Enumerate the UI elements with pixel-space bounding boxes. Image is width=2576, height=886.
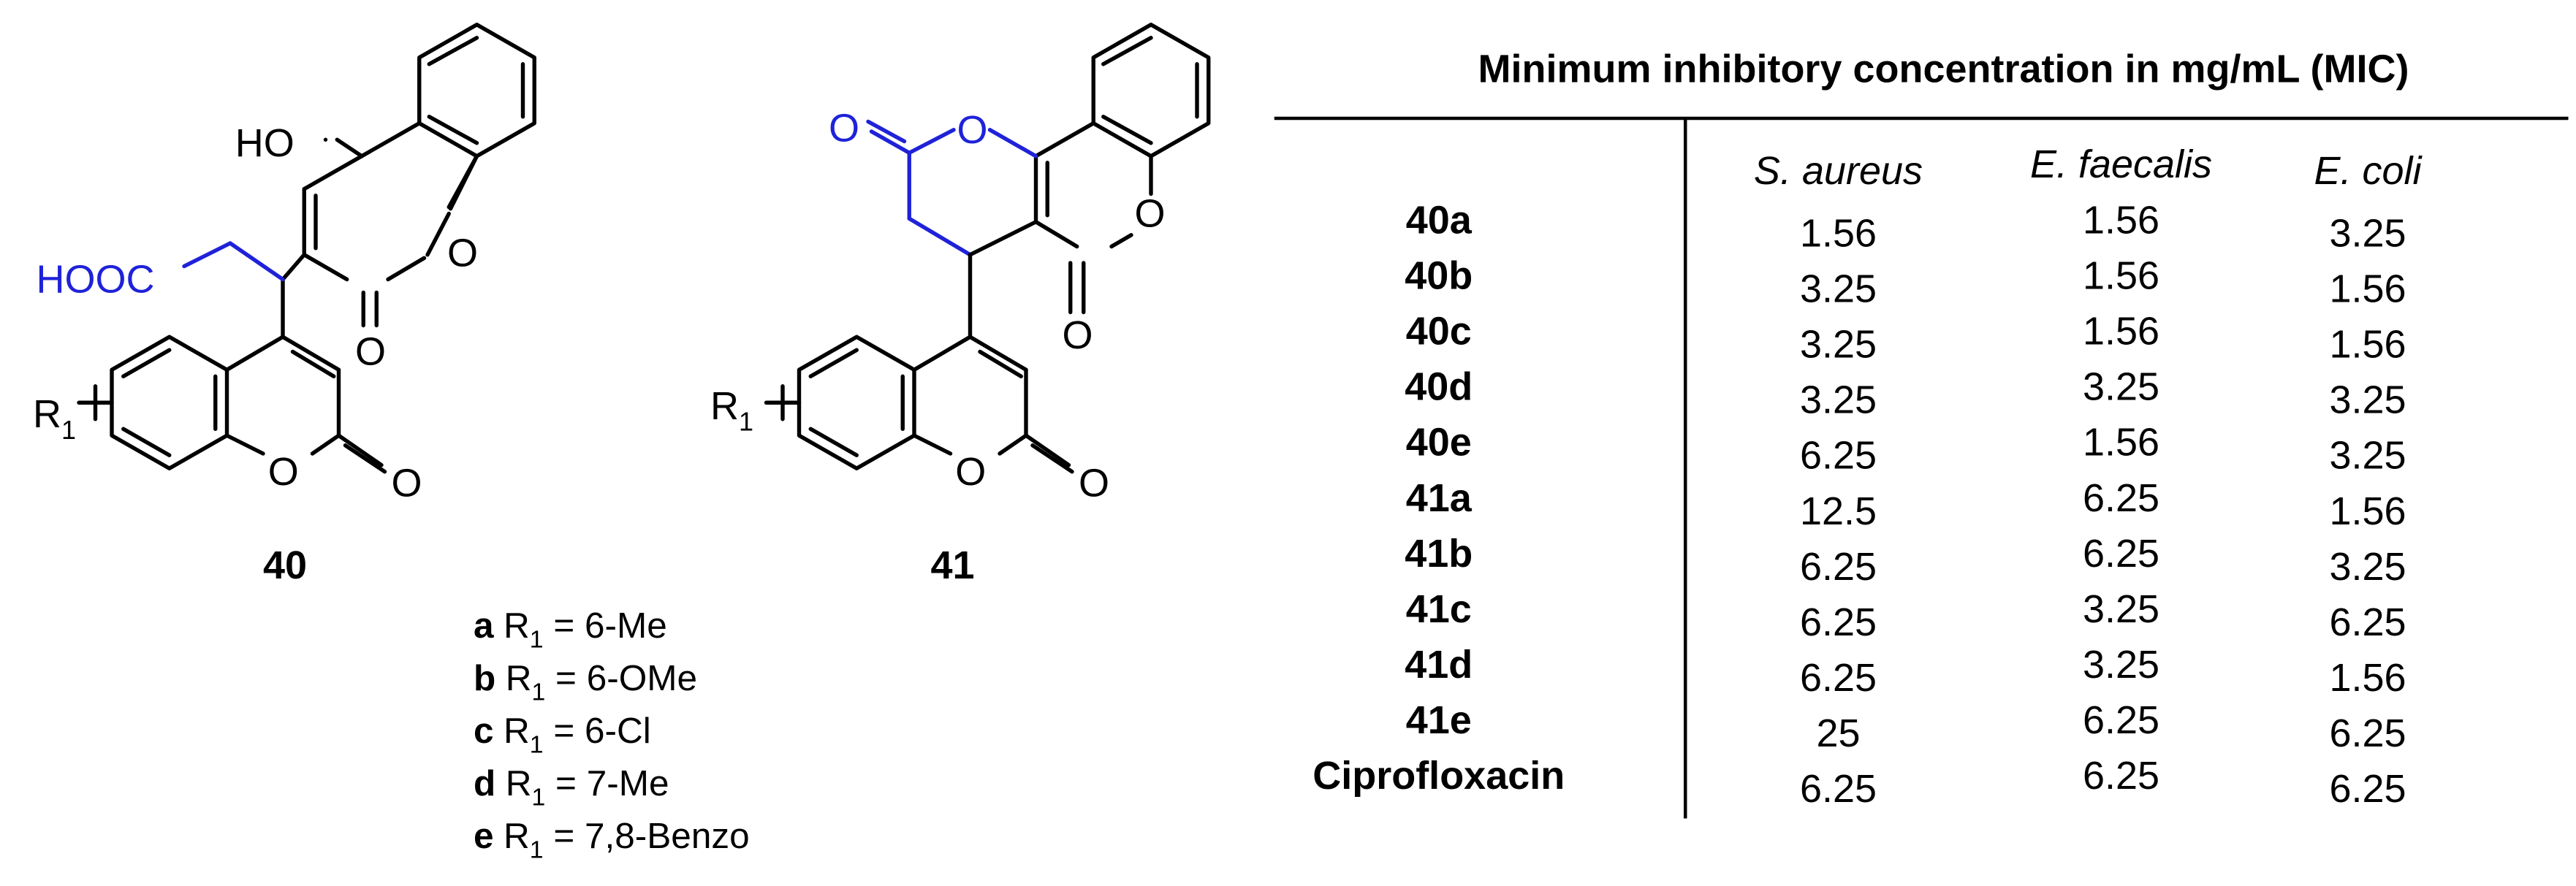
table-row-label: 41b — [1405, 532, 1473, 576]
ring-oxygen-41b: O — [955, 450, 986, 494]
structure-41: O O O O O O R1 41 — [710, 23, 1211, 587]
table-row-label: Ciprofloxacin — [1312, 754, 1565, 798]
table-row-label: 40e — [1406, 421, 1472, 465]
table-title: Minimum inhibitory concentration in mg/m… — [1478, 47, 2409, 91]
table-cell: 6.25 — [2329, 767, 2406, 811]
table-cell: 6.25 — [2083, 532, 2159, 576]
table-cell: 1.56 — [2083, 254, 2159, 298]
table-cell: 3.25 — [2083, 365, 2159, 409]
carbonyl-oxygen-40b: O — [392, 462, 422, 505]
table-cell: 3.25 — [1800, 378, 1877, 422]
table-row-label: 41c — [1406, 587, 1472, 631]
table-cell: 1.56 — [2083, 310, 2159, 354]
lower-benzene-ring-41 — [797, 335, 916, 470]
r1-label-41: R1 — [710, 384, 753, 437]
carbonyl-oxygen-41b: O — [1079, 462, 1109, 505]
carbonyl-oxygen-41a: O — [1063, 313, 1093, 357]
hydroxy-label-40: HO — [235, 121, 295, 165]
r1-label-40: R1 — [33, 392, 76, 445]
table-cell: 3.25 — [2329, 212, 2406, 256]
table-row-label: 40c — [1406, 310, 1472, 354]
table-cell: 3.25 — [2083, 587, 2159, 631]
lactone-carbonyl-oxygen-41: O — [829, 107, 859, 150]
column-header: E. faecalis — [2030, 142, 2212, 186]
table-cell: 6.25 — [2083, 476, 2159, 520]
table-cell: 6.25 — [1800, 656, 1877, 700]
table-cell: 12.5 — [1800, 489, 1877, 533]
table-cell: 6.25 — [1800, 434, 1877, 478]
lactone-ring-oxygen-41: O — [957, 108, 988, 152]
table-row-label: 41d — [1405, 643, 1473, 687]
table-cell: 1.56 — [1800, 212, 1877, 256]
compound-number-40: 40 — [263, 543, 307, 587]
table-rows: 40a 1.56 1.56 3.25 40b 3.25 1.56 1.56 40c 3.25 1.5… — [1312, 199, 2406, 811]
carbonyl-oxygen-40a: O — [355, 330, 386, 374]
carboxylic-acid-label-40: HOOC — [37, 258, 155, 302]
table-row-label: 40a — [1406, 199, 1473, 242]
table-cell: 1.56 — [2329, 267, 2406, 311]
upper-benzene-ring-40 — [417, 23, 536, 159]
table-cell: 6.25 — [2083, 698, 2159, 742]
table-cell: 3.25 — [2329, 434, 2406, 478]
table-cell: 1.56 — [2083, 199, 2159, 242]
table-row-label: 41e — [1406, 698, 1472, 742]
table-cell: 6.25 — [1800, 600, 1877, 644]
table-cell: 3.25 — [2329, 545, 2406, 589]
structure-40: HO O O HOOC O O R1 40 — [33, 23, 536, 587]
lower-benzene-ring-40 — [110, 335, 229, 470]
table-cell: 6.25 — [2329, 600, 2406, 644]
mic-table: Minimum inhibitory concentration in mg/m… — [1274, 47, 2569, 819]
table-cell: 6.25 — [1800, 545, 1877, 589]
table-row-label: 41a — [1406, 476, 1473, 520]
ring-oxygen-40a: O — [447, 232, 478, 275]
ring-oxygen-41a: O — [1135, 192, 1166, 236]
table-cell: 25 — [1816, 711, 1860, 755]
table-cell: 1.56 — [2329, 323, 2406, 367]
upper-benzene-ring-41 — [1091, 23, 1211, 159]
table-cell: 1.56 — [2083, 421, 2159, 465]
ring-oxygen-40b: O — [268, 450, 299, 494]
table-cell: 3.25 — [2329, 378, 2406, 422]
table-row-label: 40d — [1405, 365, 1473, 409]
table-cell: 3.25 — [2083, 643, 2159, 687]
table-cell: 6.25 — [2329, 711, 2406, 755]
table-cell: 3.25 — [1800, 267, 1877, 311]
table-row-label: 40b — [1405, 254, 1473, 298]
table-cell: 3.25 — [1800, 323, 1877, 367]
table-cell: 6.25 — [2083, 754, 2159, 798]
compound-number-41: 41 — [931, 543, 975, 587]
table-cell: 6.25 — [1800, 767, 1877, 811]
table-cell: 1.56 — [2329, 656, 2406, 700]
column-header: S. aureus — [1754, 149, 1923, 193]
column-header: E. coli — [2314, 149, 2423, 193]
table-cell: 1.56 — [2329, 489, 2406, 533]
